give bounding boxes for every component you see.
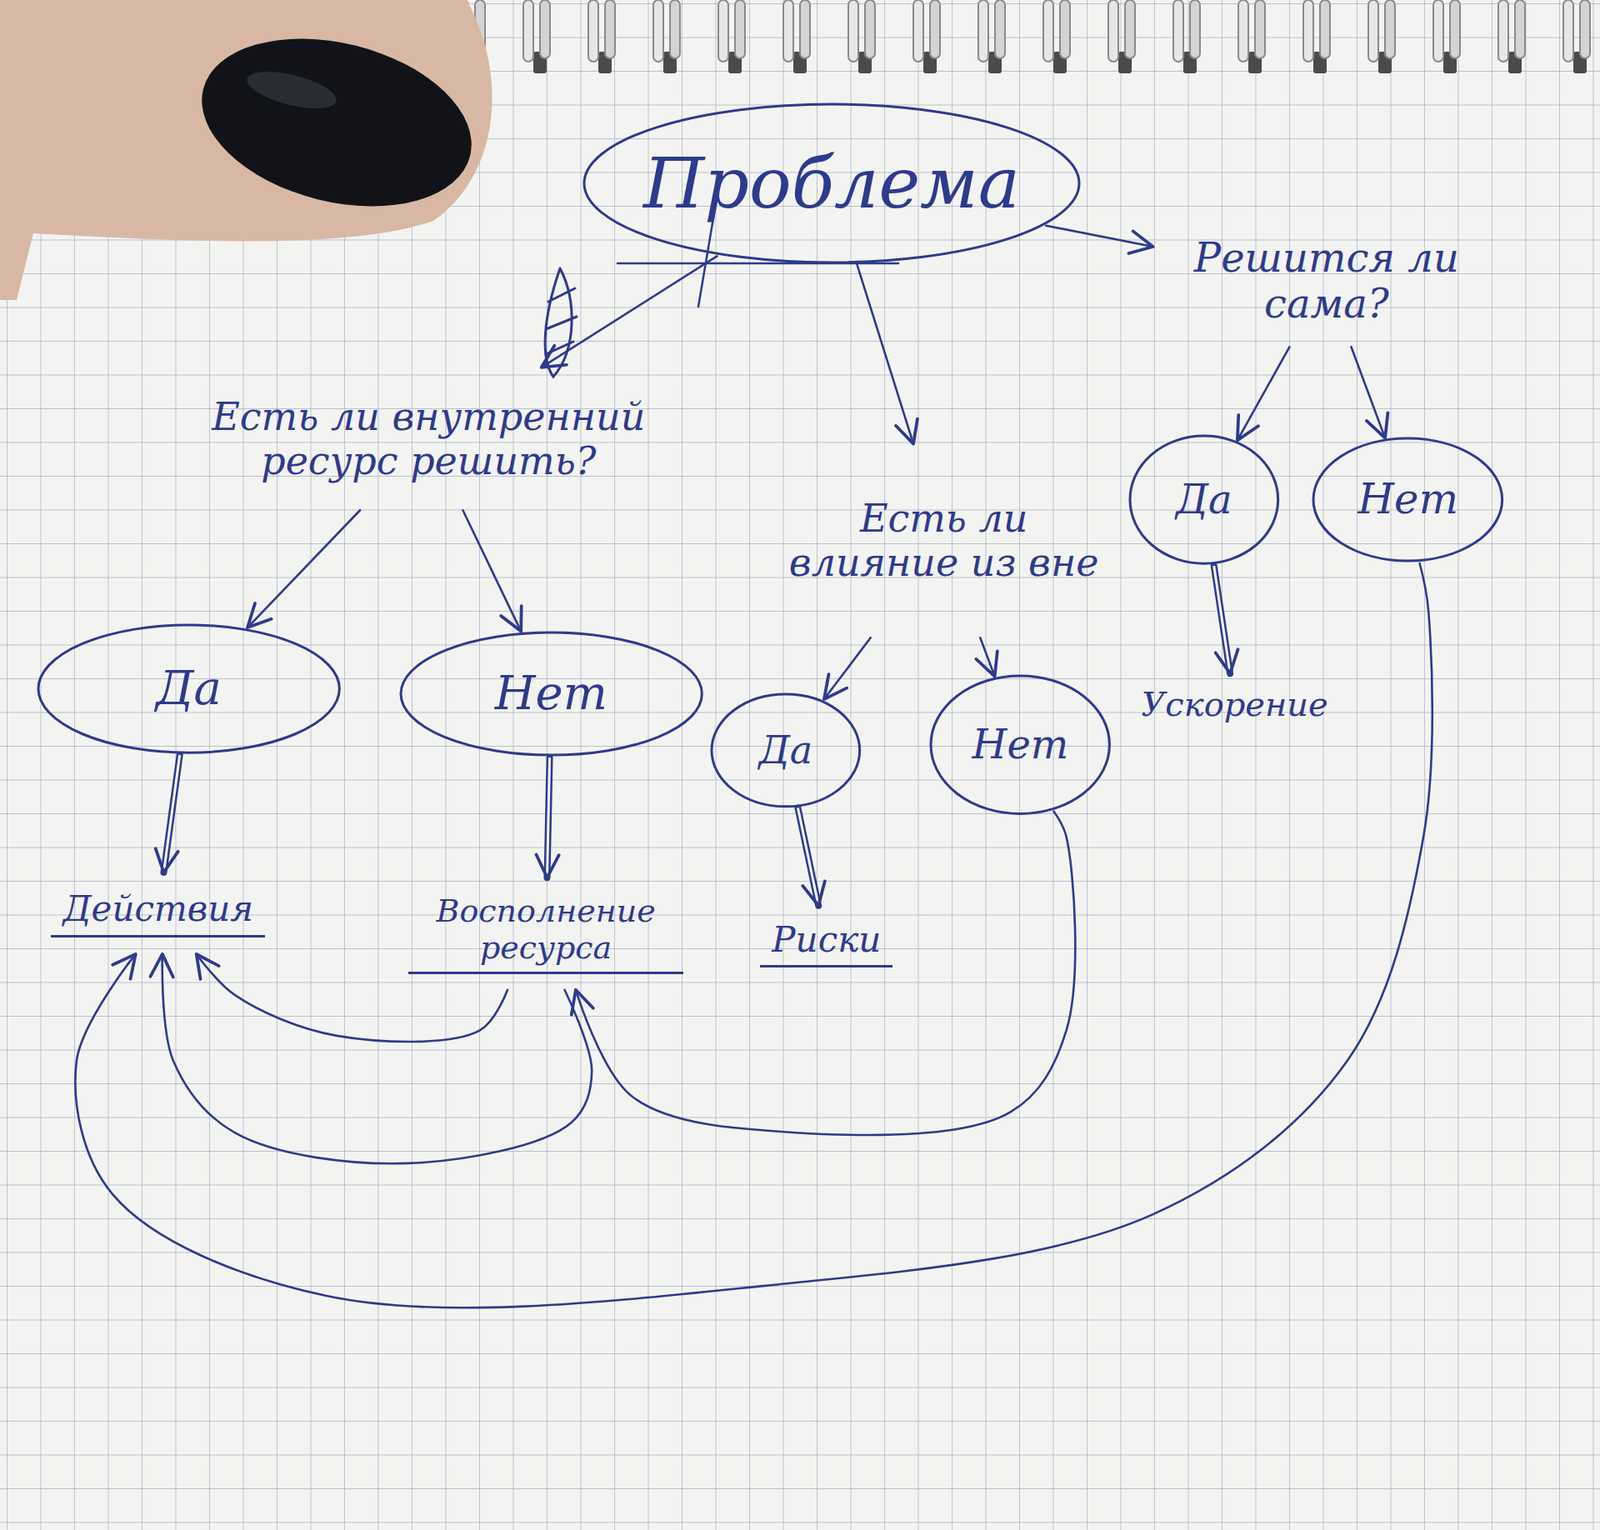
arrow-connector xyxy=(980,637,995,676)
oval-shape xyxy=(38,625,340,753)
problem-oval: Проблема xyxy=(581,101,1082,265)
arrow-connector xyxy=(575,811,1075,1135)
answer-oval: Нет xyxy=(398,630,705,758)
arrow-connector xyxy=(1045,225,1153,247)
oval-shape xyxy=(400,632,702,755)
arrow-connector xyxy=(824,637,871,700)
outcome-text: Риски xyxy=(730,905,925,983)
connector-group xyxy=(163,755,180,873)
node-text: Есть ли влияние из вне xyxy=(775,496,1113,585)
double-arrow-gap xyxy=(797,807,819,905)
spiral-binding xyxy=(450,0,1600,92)
node-text: Действия xyxy=(50,889,265,937)
arrow-connector xyxy=(1350,346,1385,438)
node-text: Нет xyxy=(495,666,608,720)
connector-group xyxy=(196,954,508,1042)
arrow-connector xyxy=(857,265,915,445)
connector-group xyxy=(1045,225,1153,247)
connector-group xyxy=(462,510,521,631)
connector-group xyxy=(75,563,1432,1308)
arrow-connector xyxy=(1237,346,1290,440)
answer-oval: Да xyxy=(709,691,863,810)
connector-group xyxy=(247,510,360,628)
double-arrow xyxy=(163,755,180,873)
oval-shape xyxy=(930,675,1110,814)
node-text: Да xyxy=(1175,476,1233,523)
connector-group xyxy=(980,637,995,676)
node-text: Да xyxy=(758,728,813,773)
node-text: Риски xyxy=(760,920,893,968)
answer-oval: Да xyxy=(1127,433,1281,566)
oval-shape xyxy=(1130,435,1279,564)
node-text: Ускорение xyxy=(1140,685,1328,724)
oval-shape xyxy=(1313,438,1503,561)
fingernail xyxy=(184,12,490,233)
pen-doodle xyxy=(545,268,577,377)
connector-group xyxy=(857,265,915,445)
node-text: Нет xyxy=(1357,475,1459,525)
question-text: Есть ли внутренний ресурс решить? xyxy=(153,367,705,510)
question-text: Решится ли сама? xyxy=(1153,214,1500,347)
double-arrow-gap xyxy=(547,757,550,878)
oval-shape xyxy=(711,694,860,807)
arrow-connector xyxy=(247,510,360,628)
double-arrow-gap xyxy=(1214,565,1230,674)
node-text: Восполнение ресурса xyxy=(408,893,685,974)
connector-group xyxy=(541,255,718,367)
connector-group xyxy=(547,757,550,878)
double-arrow xyxy=(797,807,819,905)
connector-group xyxy=(1350,346,1385,438)
arrow-connector xyxy=(196,954,508,1042)
finger xyxy=(0,0,493,300)
node-text: Решится ли сама? xyxy=(1153,235,1500,327)
arrow-connector xyxy=(541,255,718,367)
connector-group xyxy=(1237,346,1290,440)
arrow-connector xyxy=(162,954,592,1164)
connector-group xyxy=(162,954,592,1164)
arrow-connector xyxy=(75,563,1432,1308)
connector-group xyxy=(1214,565,1230,674)
connector-group xyxy=(575,811,1075,1135)
outcome-text: Ускорение xyxy=(1122,673,1347,735)
connector-group xyxy=(797,807,819,905)
arrow-connector xyxy=(462,510,521,631)
double-arrow xyxy=(1214,565,1230,674)
nail-highlight xyxy=(243,64,340,116)
node-text: Да xyxy=(155,661,222,715)
oval-shape xyxy=(584,104,1080,263)
double-arrow xyxy=(547,757,550,878)
connector-group xyxy=(824,637,871,700)
outcome-text: Восполнение ресурса xyxy=(408,877,685,990)
answer-oval: Нет xyxy=(1310,435,1505,564)
node-text: Есть ли внутренний ресурс решить? xyxy=(153,395,705,484)
answer-oval: Нет xyxy=(928,673,1112,816)
node-text: Проблема xyxy=(643,143,1020,225)
question-text: Есть ли влияние из вне xyxy=(775,444,1113,639)
node-text: Нет xyxy=(972,721,1070,768)
answer-oval: Да xyxy=(35,622,342,755)
outcome-text: Действия xyxy=(25,872,291,955)
double-arrow-gap xyxy=(163,755,180,873)
